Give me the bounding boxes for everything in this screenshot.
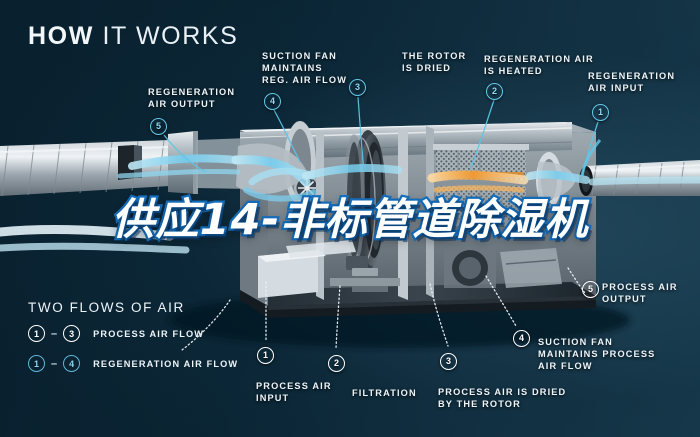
leader-4 bbox=[273, 109, 301, 163]
badge-regeneration-air-input[interactable]: 1 bbox=[592, 104, 609, 121]
legend-label-regeneration-air-flow: REGENERATION AIR FLOW bbox=[93, 358, 239, 369]
page-title-bold: HOW bbox=[28, 22, 94, 50]
leader-lines-upper bbox=[163, 96, 599, 177]
lower-components bbox=[258, 240, 562, 298]
legend-row-regeneration-air-flow: 1 – 4 REGENERATION AIR FLOW bbox=[28, 355, 238, 372]
legend-badge-from: 1 bbox=[28, 325, 45, 342]
callout-label-regeneration-air-heated: REGENERATION AIR IS HEATED bbox=[484, 54, 594, 77]
callout-label-suction-fan-reg: SUCTION FAN MAINTAINS REG. AIR FLOW bbox=[262, 51, 348, 86]
badge-regeneration-air-output[interactable]: 5 bbox=[150, 118, 167, 135]
callout-label-process-air-output: PROCESS AIR OUTPUT bbox=[602, 282, 678, 305]
page-title-light: IT WORKS bbox=[93, 22, 239, 50]
leader-2 bbox=[469, 99, 495, 171]
callout-label-regeneration-air-output: REGENERATION AIR OUTPUT bbox=[148, 87, 236, 110]
leader-1 bbox=[581, 121, 599, 177]
badge-process-air-output[interactable]: 5 bbox=[582, 281, 599, 298]
badge-process-air-input[interactable]: 1 bbox=[257, 347, 274, 364]
legend-label-process-air-flow: PROCESS AIR FLOW bbox=[93, 328, 205, 339]
leader-5 bbox=[163, 134, 207, 173]
callout-label-filtration: FILTRATION bbox=[352, 388, 417, 398]
badge-filtration[interactable]: 2 bbox=[328, 355, 345, 372]
legend-badge-from: 1 bbox=[28, 355, 45, 372]
badge-process-air-dried[interactable]: 3 bbox=[440, 353, 457, 370]
product-title-overlay: 供应14-非标管道除湿机 bbox=[109, 195, 589, 245]
leader-3 bbox=[357, 96, 365, 173]
page-title: HOW IT WORKS bbox=[28, 24, 238, 49]
badge-suction-fan-reg[interactable]: 4 bbox=[264, 93, 281, 110]
left-spiral-duct bbox=[0, 131, 198, 197]
airflow-streams bbox=[0, 139, 700, 254]
legend-row-process-air-flow: 1 – 3 PROCESS AIR FLOW bbox=[28, 325, 204, 342]
legend-dash: – bbox=[51, 327, 58, 340]
leader-p4 bbox=[485, 275, 517, 327]
legend-badge-to: 4 bbox=[63, 355, 81, 372]
callout-label-regeneration-air-input: REGENERATION AIR INPUT bbox=[588, 71, 676, 94]
callout-label-process-air-input: PROCESS AIR INPUT bbox=[256, 381, 332, 404]
callout-label-rotor-is-dried: THE ROTOR IS DRIED bbox=[402, 51, 467, 74]
legend-badge-to: 3 bbox=[63, 325, 81, 342]
legend-dash: – bbox=[51, 357, 58, 370]
legend-title: TWO FLOWS OF AIR bbox=[28, 300, 185, 315]
badge-suction-fan-process[interactable]: 4 bbox=[513, 330, 530, 347]
badge-regeneration-air-heated[interactable]: 2 bbox=[486, 83, 503, 100]
callout-label-suction-fan-process: SUCTION FAN MAINTAINS PROCESS AIR FLOW bbox=[538, 337, 656, 372]
leader-p2 bbox=[335, 285, 341, 349]
callout-label-process-air-dried: PROCESS AIR IS DRIED BY THE ROTOR bbox=[438, 387, 567, 410]
badge-rotor-is-dried[interactable]: 3 bbox=[349, 79, 366, 96]
